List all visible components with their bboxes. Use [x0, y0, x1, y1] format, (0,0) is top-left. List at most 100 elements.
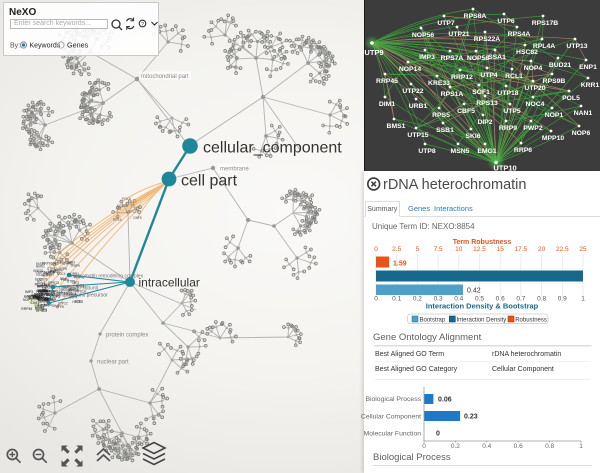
- svg-text:RPS22A: RPS22A: [474, 36, 501, 43]
- svg-text:RPS1A: RPS1A: [27, 294, 39, 298]
- svg-text:EMG1: EMG1: [69, 288, 78, 292]
- svg-text:RRP9: RRP9: [71, 264, 80, 268]
- svg-text:RRP45: RRP45: [38, 299, 49, 303]
- svg-text:UTP4: UTP4: [69, 296, 77, 300]
- svg-text:SSA1: SSA1: [488, 54, 506, 61]
- svg-text:UTP22: UTP22: [126, 210, 137, 214]
- svg-text:PWP2: PWP2: [36, 271, 45, 275]
- svg-text:POL5: POL5: [61, 285, 69, 289]
- svg-text:RRP45: RRP45: [376, 78, 398, 85]
- svg-text:URB1: URB1: [409, 103, 428, 110]
- svg-text:Molecular Function: Molecular Function: [364, 431, 422, 438]
- svg-text:RRP9: RRP9: [38, 285, 47, 289]
- svg-text:?: ?: [141, 22, 144, 28]
- svg-text:MSN5: MSN5: [37, 289, 46, 293]
- svg-text:15: 15: [497, 246, 505, 253]
- svg-text:RPS13: RPS13: [48, 281, 59, 285]
- svg-text:UTP22: UTP22: [47, 267, 57, 271]
- svg-text:KRE33: KRE33: [31, 297, 42, 301]
- svg-text:UTP22: UTP22: [58, 301, 68, 305]
- svg-text:UTP18: UTP18: [33, 293, 43, 297]
- svg-text:DIM1: DIM1: [47, 298, 55, 302]
- svg-text:IMP3: IMP3: [419, 54, 435, 61]
- svg-text:RCL1: RCL1: [37, 280, 45, 284]
- svg-text:SOF1: SOF1: [472, 89, 490, 96]
- svg-text:UTP6: UTP6: [59, 267, 67, 271]
- svg-text:RPS9B: RPS9B: [543, 78, 566, 85]
- svg-text:UTP13: UTP13: [566, 43, 587, 50]
- svg-text:UTP9: UTP9: [364, 48, 383, 57]
- svg-text:RRP12: RRP12: [451, 74, 473, 81]
- svg-text:DIM1: DIM1: [379, 101, 395, 108]
- svg-text:7.5: 7.5: [434, 246, 443, 253]
- svg-text:0: 0: [436, 431, 440, 438]
- svg-text:DIM1: DIM1: [60, 277, 68, 281]
- svg-text:0.2: 0.2: [451, 443, 460, 450]
- svg-text:RRP9: RRP9: [38, 308, 47, 312]
- svg-text:RPL4A: RPL4A: [533, 43, 555, 50]
- svg-text:IMP3: IMP3: [52, 295, 60, 299]
- svg-text:KRE38: KRE38: [117, 204, 128, 208]
- svg-text:KRR1: KRR1: [581, 82, 600, 89]
- svg-text:URB1: URB1: [48, 270, 57, 274]
- svg-text:RRP45: RRP45: [39, 300, 50, 304]
- svg-text:SKI6: SKI6: [465, 133, 480, 140]
- svg-text:SKI6: SKI6: [35, 278, 42, 282]
- svg-text:KRE33: KRE33: [71, 275, 81, 279]
- svg-text:RRP45: RRP45: [37, 297, 48, 301]
- svg-text:RPS5: RPS5: [432, 112, 450, 119]
- svg-text:HSC82: HSC82: [61, 288, 72, 292]
- svg-text:RPS1A: RPS1A: [52, 290, 64, 294]
- svg-text:NOP1: NOP1: [23, 298, 32, 302]
- svg-text:RPL5: RPL5: [113, 218, 122, 222]
- svg-text:NOP14: NOP14: [399, 66, 422, 73]
- svg-text:UTP21: UTP21: [448, 31, 469, 38]
- svg-text:17.5: 17.5: [515, 246, 528, 253]
- svg-text:UTP5: UTP5: [503, 108, 521, 115]
- svg-text:0.4: 0.4: [454, 296, 463, 303]
- svg-text:0: 0: [374, 296, 378, 303]
- svg-text:0.06: 0.06: [438, 397, 452, 404]
- svg-text:ENP1: ENP1: [579, 64, 597, 71]
- svg-text:BMS1: BMS1: [387, 123, 406, 130]
- svg-text:RPS1A: RPS1A: [60, 261, 71, 265]
- svg-text:UTP8: UTP8: [67, 279, 75, 283]
- svg-text:MSN5: MSN5: [35, 295, 45, 299]
- svg-text:Interaction Density: Interaction Density: [457, 317, 507, 323]
- svg-text:0.7: 0.7: [516, 296, 525, 303]
- svg-text:UTP10: UTP10: [493, 163, 516, 172]
- svg-text:Cellular Component: Cellular Component: [361, 414, 421, 421]
- svg-text:RRP45: RRP45: [21, 307, 32, 311]
- svg-text:protein complex: protein complex: [106, 333, 148, 339]
- svg-text:KRE33: KRE33: [32, 295, 43, 299]
- svg-text:1: 1: [579, 443, 583, 450]
- svg-text:UTP4: UTP4: [480, 72, 498, 79]
- svg-text:0.6: 0.6: [496, 296, 505, 303]
- svg-text:RRP9: RRP9: [39, 290, 48, 294]
- svg-text:NOP56: NOP56: [57, 292, 68, 296]
- svg-text:DIM1: DIM1: [42, 297, 50, 301]
- svg-text:HSC82: HSC82: [49, 293, 60, 297]
- svg-text:NOC4: NOC4: [68, 292, 77, 296]
- svg-text:BMS1: BMS1: [36, 264, 45, 268]
- svg-text:Keywords: Keywords: [30, 43, 61, 50]
- svg-text:1: 1: [581, 296, 585, 303]
- svg-text:chromatin remodeling complex: chromatin remodeling complex: [75, 274, 144, 280]
- svg-text:membrane: membrane: [220, 167, 249, 173]
- svg-text:NOP1: NOP1: [43, 297, 52, 301]
- svg-text:RCL1: RCL1: [36, 273, 44, 277]
- svg-text:22.5: 22.5: [556, 246, 569, 253]
- svg-text:RPS4A: RPS4A: [508, 31, 531, 38]
- svg-text:UTP4: UTP4: [64, 291, 72, 295]
- svg-text:UTP6: UTP6: [39, 278, 47, 282]
- svg-text:CBF5: CBF5: [133, 216, 142, 220]
- svg-text:IMP3: IMP3: [34, 294, 42, 298]
- svg-text:0.6: 0.6: [514, 443, 523, 450]
- svg-text:POL5: POL5: [61, 278, 69, 282]
- svg-text:UTP20: UTP20: [524, 85, 545, 92]
- svg-text:5: 5: [416, 246, 420, 253]
- svg-text:KRE33: KRE33: [31, 293, 42, 297]
- svg-text:By:: By:: [10, 43, 20, 50]
- svg-text:SSB1: SSB1: [51, 261, 59, 265]
- svg-text:Term Robustness: Term Robustness: [453, 239, 512, 246]
